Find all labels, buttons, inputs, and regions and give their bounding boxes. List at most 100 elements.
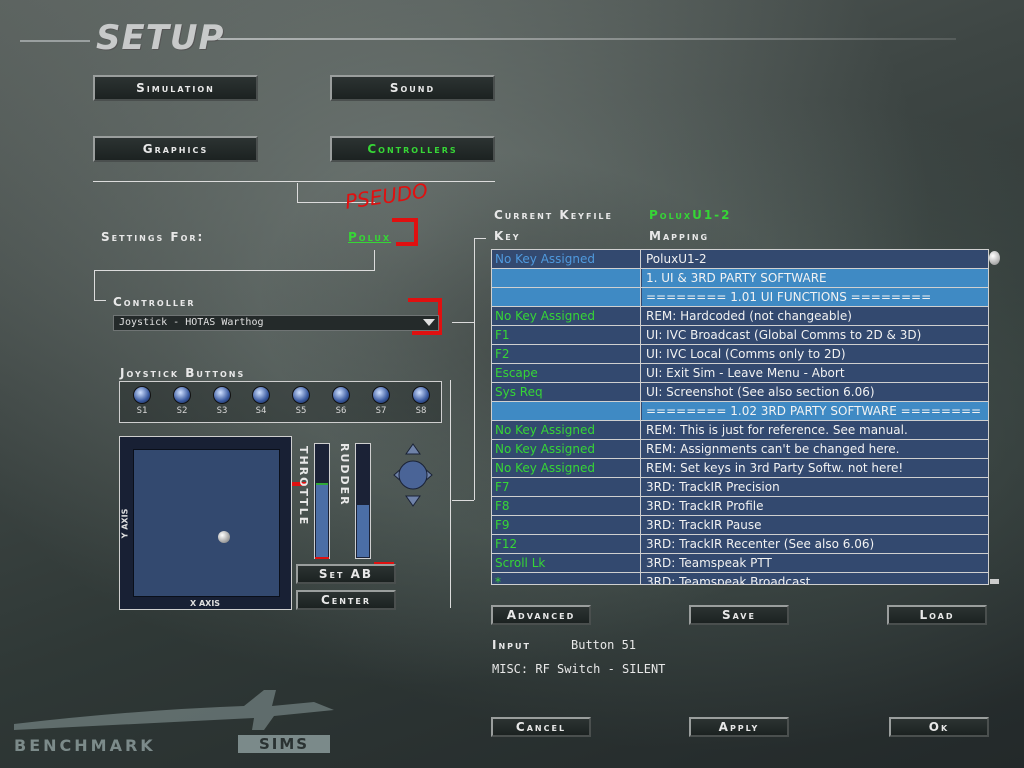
mapping-cell[interactable]: REM: Set keys in 3rd Party Softw. not he… [646, 461, 904, 475]
throttle-ab-marker [315, 557, 329, 559]
key-cell[interactable]: F9 [492, 516, 641, 534]
table-row[interactable]: F12 3RD: TrackIR Recenter (See also 6.06) [492, 535, 988, 554]
x-axis-label: X AXIS [190, 599, 221, 608]
button-knob-icon [213, 386, 231, 404]
advanced-button[interactable]: Advanced [491, 605, 591, 625]
key-cell[interactable]: No Key Assigned [492, 250, 641, 268]
cancel-button[interactable]: Cancel [491, 717, 591, 737]
key-cell[interactable]: F7 [492, 478, 641, 496]
mapping-cell[interactable]: REM: Hardcoded (not changeable) [646, 309, 852, 323]
page-title: SETUP [96, 18, 225, 58]
ok-button[interactable]: Ok [889, 717, 989, 737]
mapping-cell[interactable]: UI: IVC Broadcast (Global Comms to 2D & … [646, 328, 922, 342]
annotation-bracket [392, 218, 418, 246]
table-scrollbar[interactable] [989, 249, 1000, 585]
key-cell[interactable]: Scroll Lk [492, 554, 641, 572]
key-cell[interactable] [492, 402, 641, 420]
controller-dropdown[interactable]: Joystick - HOTAS Warthog [113, 315, 439, 331]
y-axis-label: Y AXIS [120, 508, 130, 539]
table-row[interactable]: F7 3RD: TrackIR Precision [492, 478, 988, 497]
joy-button-s8[interactable]: S8 [403, 386, 439, 416]
rudder-fill [357, 504, 369, 557]
save-button[interactable]: Save [689, 605, 789, 625]
mapping-cell[interactable]: 1. UI & 3RD PARTY SOFTWARE [642, 269, 988, 287]
joy-button-s5[interactable]: S5 [283, 386, 319, 416]
mapping-cell[interactable]: 3RD: TrackIR Precision [646, 480, 780, 494]
button-knob-icon [372, 386, 390, 404]
mapping-cell[interactable]: 3RD: Teamspeak Broadcast [646, 575, 811, 585]
dpad-icon [393, 443, 433, 507]
mapping-cell[interactable]: UI: Exit Sim - Leave Menu - Abort [646, 366, 845, 380]
current-keyfile-label: Current Keyfile [494, 208, 613, 222]
button-knob-icon [133, 386, 151, 404]
mapping-cell[interactable]: UI: Screenshot (See also section 6.06) [646, 385, 875, 399]
connector-line [452, 322, 474, 323]
key-cell[interactable]: No Key Assigned [492, 440, 641, 458]
table-row[interactable]: Escape UI: Exit Sim - Leave Menu - Abort [492, 364, 988, 383]
scroll-down-arrow-icon[interactable] [990, 579, 999, 584]
table-row[interactable]: * 3RD: Teamspeak Broadcast [492, 573, 988, 585]
table-row[interactable]: ======== 1.01 UI FUNCTIONS ======== [492, 288, 988, 307]
joy-button-s2[interactable]: S2 [164, 386, 200, 416]
tab-controllers[interactable]: Controllers [330, 136, 495, 162]
table-row[interactable]: Sys Req UI: Screenshot (See also section … [492, 383, 988, 402]
table-row[interactable]: F8 3RD: TrackIR Profile [492, 497, 988, 516]
key-cell[interactable]: * [492, 573, 641, 584]
mapping-cell[interactable]: 3RD: Teamspeak PTT [646, 556, 772, 570]
mapping-cell[interactable]: 3RD: TrackIR Pause [646, 518, 762, 532]
table-row[interactable]: No Key Assigned REM: Assignments can't be… [492, 440, 988, 459]
key-cell[interactable]: F8 [492, 497, 641, 515]
joy-button-s6[interactable]: S6 [323, 386, 359, 416]
apply-button[interactable]: Apply [689, 717, 789, 737]
key-cell[interactable]: Sys Req [492, 383, 641, 401]
mapping-cell[interactable]: 3RD: TrackIR Recenter (See also 6.06) [646, 537, 875, 551]
mapping-cell[interactable]: ======== 1.01 UI FUNCTIONS ======== [642, 288, 988, 306]
key-cell[interactable]: F1 [492, 326, 641, 344]
mapping-cell[interactable]: REM: This is just for reference. See man… [646, 423, 908, 437]
chevron-down-icon[interactable] [423, 319, 435, 326]
connector-line [474, 238, 486, 239]
joy-button-s7[interactable]: S7 [363, 386, 399, 416]
mapping-cell[interactable]: REM: Assignments can't be changed here. [646, 442, 900, 456]
key-cell[interactable]: No Key Assigned [492, 307, 641, 325]
joy-button-s3[interactable]: S3 [204, 386, 240, 416]
table-row[interactable]: F9 3RD: TrackIR Pause [492, 516, 988, 535]
key-cell[interactable] [492, 288, 641, 306]
joy-button-s1[interactable]: S1 [124, 386, 160, 416]
table-row[interactable]: Scroll Lk 3RD: Teamspeak PTT [492, 554, 988, 573]
table-row[interactable]: ======== 1.02 3RD PARTY SOFTWARE =======… [492, 402, 988, 421]
scroll-thumb[interactable] [989, 251, 1000, 265]
key-cell[interactable]: F12 [492, 535, 641, 553]
table-row[interactable]: 1. UI & 3RD PARTY SOFTWARE [492, 269, 988, 288]
tab-graphics[interactable]: Graphics [93, 136, 258, 162]
throttle-bar [314, 443, 330, 559]
connector-line [297, 202, 375, 203]
center-button[interactable]: Center [296, 590, 396, 610]
mapping-cell[interactable]: UI: IVC Local (Comms only to 2D) [646, 347, 846, 361]
key-cell[interactable]: Escape [492, 364, 641, 382]
mapping-cell[interactable]: ======== 1.02 3RD PARTY SOFTWARE =======… [642, 402, 988, 420]
tab-sound[interactable]: Sound [330, 75, 495, 101]
mapping-cell[interactable]: 3RD: TrackIR Profile [646, 499, 764, 513]
button-knob-icon [173, 386, 191, 404]
key-cell[interactable]: F2 [492, 345, 641, 363]
table-row[interactable]: F2 UI: IVC Local (Comms only to 2D) [492, 345, 988, 364]
table-row[interactable]: No Key Assigned PoluxU1-2 [492, 250, 988, 269]
set-ab-button[interactable]: Set AB [296, 564, 396, 584]
mapping-cell[interactable]: PoluxU1-2 [646, 252, 707, 266]
load-button[interactable]: Load [887, 605, 987, 625]
key-mapping-table[interactable]: No Key Assigned PoluxU1-2 1. UI & 3RD PART… [491, 249, 989, 585]
pilot-name-link[interactable]: Polux [348, 230, 392, 244]
key-cell[interactable] [492, 269, 641, 287]
key-cell[interactable]: No Key Assigned [492, 459, 641, 477]
key-cell[interactable]: No Key Assigned [492, 421, 641, 439]
table-row[interactable]: No Key Assigned REM: Set keys in 3rd Part… [492, 459, 988, 478]
controller-selected: Joystick - HOTAS Warthog [119, 317, 264, 328]
table-row[interactable]: F1 UI: IVC Broadcast (Global Comms to 2D … [492, 326, 988, 345]
throttle-fill [316, 482, 328, 557]
table-row[interactable]: No Key Assigned REM: This is just for ref… [492, 421, 988, 440]
table-row[interactable]: No Key Assigned REM: Hardcoded (not chang… [492, 307, 988, 326]
tab-simulation[interactable]: Simulation [93, 75, 258, 101]
joy-button-s4[interactable]: S4 [243, 386, 279, 416]
logo-text: BENCHMARK [14, 736, 156, 755]
